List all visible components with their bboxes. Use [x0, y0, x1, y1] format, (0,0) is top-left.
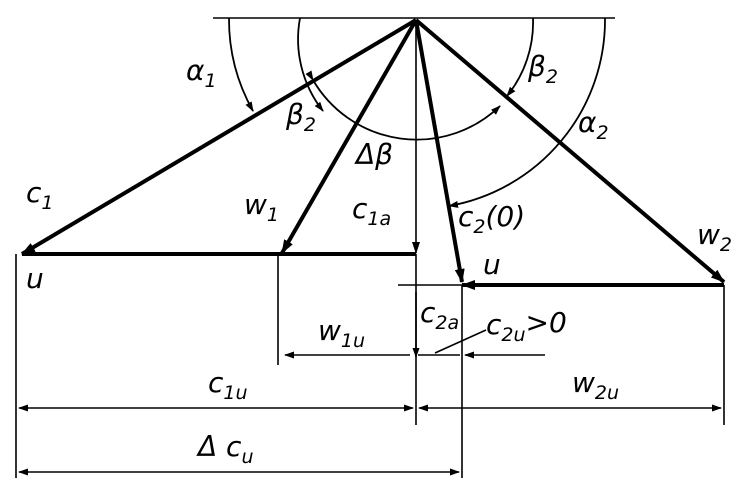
label-beta2-left: β2: [285, 98, 316, 136]
label-c1u: c1u: [208, 366, 248, 404]
c2u-leader: [434, 329, 487, 354]
label-u-right: u: [483, 248, 501, 281]
label-delta-cu: Δ cu: [196, 430, 254, 468]
arc-delta-beta: [305, 70, 501, 141]
arc-alpha2: [448, 17, 606, 208]
arc-beta2-right: [506, 17, 534, 97]
vector-c1: [20, 18, 418, 256]
vector-w1: [280, 19, 418, 254]
label-delta-beta: Δβ: [354, 138, 393, 171]
label-c2-0: c2(0): [458, 200, 525, 238]
label-c2a: c2a: [420, 296, 459, 334]
label-w2u: w2u: [572, 366, 619, 404]
arc-alpha1: [228, 17, 254, 112]
label-c1: c1: [26, 176, 54, 214]
label-w2: w2: [697, 218, 732, 256]
label-w1u: w1u: [318, 314, 365, 352]
label-beta2-right: β2: [527, 50, 558, 88]
label-u-left: u: [26, 262, 44, 295]
vector-c2: [414, 19, 465, 283]
label-alpha2: α2: [578, 106, 609, 144]
label-w1: w1: [244, 188, 279, 226]
label-c1a: c1a: [352, 192, 391, 230]
vector-w2: [414, 18, 726, 284]
label-c2u: c2u>0: [486, 306, 567, 346]
label-alpha1: α1: [186, 54, 217, 92]
